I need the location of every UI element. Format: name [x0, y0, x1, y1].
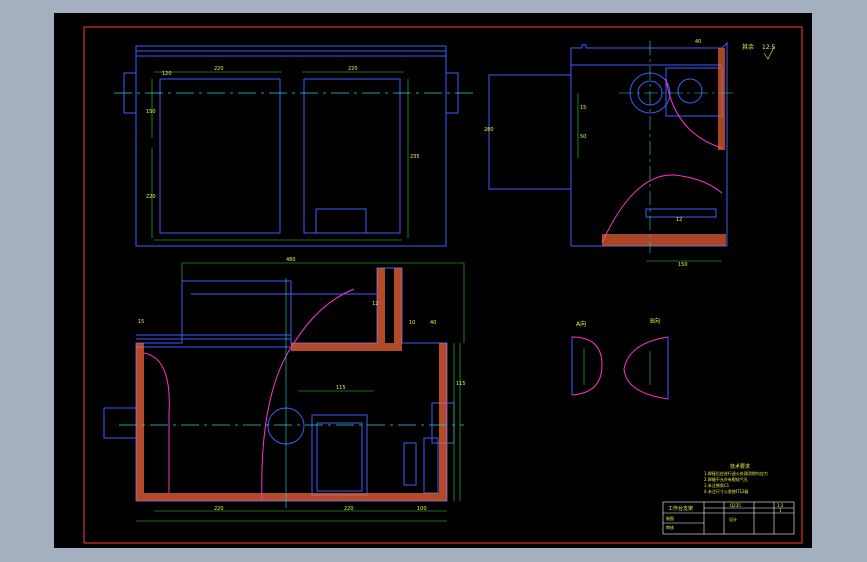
front-arc-large: [261, 288, 355, 502]
dim-front-left-small: 15: [138, 319, 144, 325]
title-material: Q235: [730, 503, 741, 508]
dim-rt-d: 40: [695, 39, 701, 45]
dim-front-top: 115: [336, 385, 346, 391]
top-view-dims: [151, 71, 409, 241]
dim-top-left: 220: [214, 66, 224, 72]
dim-front-top-right: 40: [430, 320, 436, 326]
side-view: [488, 41, 728, 247]
front-arc-left: [143, 352, 170, 493]
technical-notes: 技术要求 1.焊接后应进行退火处理消除内应力 2.焊缝不允许有裂纹气孔 3.未注…: [704, 463, 768, 494]
notes-title: 技术要求: [730, 463, 750, 470]
notes-line-2: 2.焊缝不允许有裂纹气孔: [704, 476, 748, 482]
dim-rt-bottom: 150: [678, 262, 688, 268]
top-view: [123, 45, 459, 247]
roughness-note: 其余: [742, 43, 754, 51]
front-hatch: [136, 268, 447, 501]
dim-top-right: 220: [348, 66, 358, 72]
title-block: [662, 501, 795, 535]
dim-v1: 150: [146, 109, 156, 115]
dim-top-side: 120: [162, 71, 172, 77]
dim-front-v: 12: [372, 301, 378, 307]
side-arc-lower: [601, 174, 723, 244]
notes-line-1: 1.焊接后应进行退火处理消除内应力: [704, 470, 768, 476]
notes-line-3: 3.未注倒角C1: [704, 482, 730, 488]
cad-drawing: 220 220 120 150 220 235 280 15 50 12 40 …: [83, 26, 803, 544]
dim-front-right-small: 10: [409, 320, 415, 326]
side-hatch-bottom: [602, 234, 726, 246]
roughness-icon: [763, 46, 775, 60]
dim-front-bot-left: 220: [214, 506, 224, 512]
notes-line-4: 4.未注尺寸公差按IT12级: [704, 488, 749, 494]
drawing-sheet: 220 220 120 150 220 235 280 15 50 12 40 …: [54, 13, 812, 548]
dim-front-h: 115: [456, 381, 466, 387]
front-dims: [136, 262, 465, 522]
outer-frame: [83, 26, 803, 544]
dim-rt-b: 50: [580, 134, 586, 140]
side-hatch-right: [718, 48, 725, 150]
title-drawing-name: 工作台支架: [668, 505, 693, 512]
title-scale: 1:2: [777, 503, 784, 508]
dim-v3: 235: [410, 154, 420, 160]
section-a-label: A向: [576, 320, 586, 328]
dim-front-bot-right: 220: [344, 506, 354, 512]
title-row-a: 制图: [666, 515, 674, 521]
title-company: 设计: [729, 516, 737, 522]
section-b-label: B向: [650, 317, 660, 325]
dim-rt-height: 280: [484, 127, 494, 133]
title-row-b: 审核: [666, 524, 674, 530]
title-sheet: 1: [779, 508, 782, 513]
side-arc-upper: [665, 78, 723, 149]
dim-front-bot-small: 100: [417, 506, 427, 512]
dim-front-total: 480: [286, 257, 296, 263]
dim-v2: 220: [146, 194, 156, 200]
dim-rt-a: 15: [580, 105, 586, 111]
section-b: B向: [623, 317, 669, 400]
roughness-symbol: 12.5: [762, 44, 776, 51]
dim-rt-c: 12: [676, 217, 682, 223]
section-a: A向: [571, 320, 603, 396]
